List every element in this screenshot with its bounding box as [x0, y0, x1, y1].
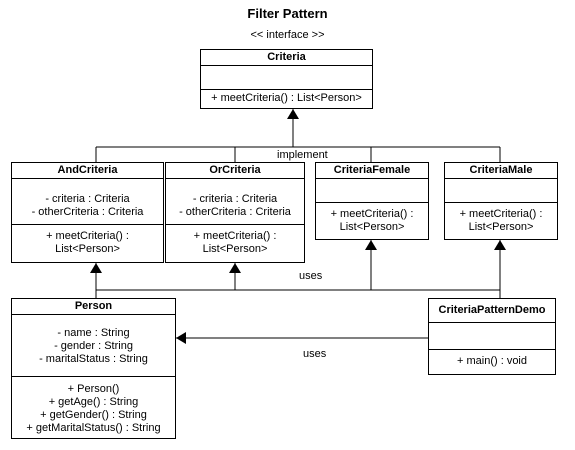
methods-section: + main() : void	[429, 350, 555, 374]
methods-section: + meetCriteria() : List<Person>	[316, 203, 428, 239]
attribute: - criteria : Criteria	[45, 193, 130, 205]
method: + meetCriteria() :	[46, 230, 129, 242]
class-criteria[interactable]: Criteria + meetCriteria() : List<Person>	[200, 49, 373, 109]
attributes-section: - name : String - gender : String - mari…	[12, 315, 175, 377]
methods-section: + meetCriteria() : List<Person>	[166, 225, 304, 262]
class-or-criteria[interactable]: OrCriteria - criteria : Criteria - other…	[165, 162, 305, 263]
class-criteria-male[interactable]: CriteriaMale + meetCriteria() : List<Per…	[444, 162, 558, 240]
methods-section: + meetCriteria() : List<Person>	[445, 203, 557, 239]
method: List<Person>	[339, 221, 405, 233]
uses-label-top: uses	[299, 270, 323, 282]
attributes-section	[445, 179, 557, 203]
method: + main() : void	[457, 355, 527, 367]
attribute: - maritalStatus : String	[39, 353, 148, 365]
uses-connector-criteria	[90, 240, 506, 298]
method: + getMaritalStatus() : String	[26, 422, 161, 434]
class-person[interactable]: Person - name : String - gender : String…	[11, 298, 176, 439]
method: List<Person>	[468, 221, 534, 233]
method: List<Person>	[202, 243, 268, 255]
method: + meetCriteria() :	[193, 230, 277, 242]
attributes-section	[201, 66, 372, 90]
attribute: - gender : String	[54, 340, 133, 352]
method: + meetCriteria() : List<Person>	[211, 92, 362, 104]
class-name: Criteria	[201, 50, 372, 66]
class-name: CriteriaPatternDemo	[429, 299, 555, 323]
class-name: CriteriaMale	[445, 163, 557, 179]
uses-label-mid: uses	[303, 348, 327, 360]
stereotype-label: << interface >>	[250, 29, 325, 41]
implement-label: implement	[277, 149, 328, 161]
method: + getAge() : String	[48, 396, 139, 408]
class-and-criteria[interactable]: AndCriteria - criteria : Criteria - othe…	[11, 162, 164, 263]
class-criteria-pattern-demo[interactable]: CriteriaPatternDemo + main() : void	[428, 298, 556, 375]
implement-connector	[95, 109, 501, 162]
method: List<Person>	[55, 243, 120, 255]
attributes-section: - criteria : Criteria - otherCriteria : …	[12, 179, 163, 225]
class-name: AndCriteria	[12, 163, 163, 179]
attribute: - name : String	[57, 327, 130, 339]
class-name: OrCriteria	[166, 163, 304, 179]
method: + meetCriteria() :	[330, 208, 414, 220]
methods-section: + meetCriteria() : List<Person>	[12, 225, 163, 262]
attributes-section: - criteria : Criteria - otherCriteria : …	[166, 179, 304, 225]
methods-section: + meetCriteria() : List<Person>	[201, 90, 372, 108]
attribute: - criteria : Criteria	[192, 193, 278, 205]
attributes-section	[429, 323, 555, 350]
method: + meetCriteria() :	[459, 208, 543, 220]
class-name: CriteriaFemale	[316, 163, 428, 179]
class-criteria-female[interactable]: CriteriaFemale + meetCriteria() : List<P…	[315, 162, 429, 240]
method: + Person()	[67, 383, 120, 395]
attributes-section	[316, 179, 428, 203]
attribute: - otherCriteria : Criteria	[31, 206, 144, 218]
diagram-title: Filter Pattern	[247, 6, 328, 21]
attribute: - otherCriteria : Criteria	[179, 206, 291, 218]
class-name: Person	[12, 299, 175, 315]
method: + getGender() : String	[40, 409, 147, 421]
methods-section: + Person() + getAge() : String + getGend…	[12, 377, 175, 438]
